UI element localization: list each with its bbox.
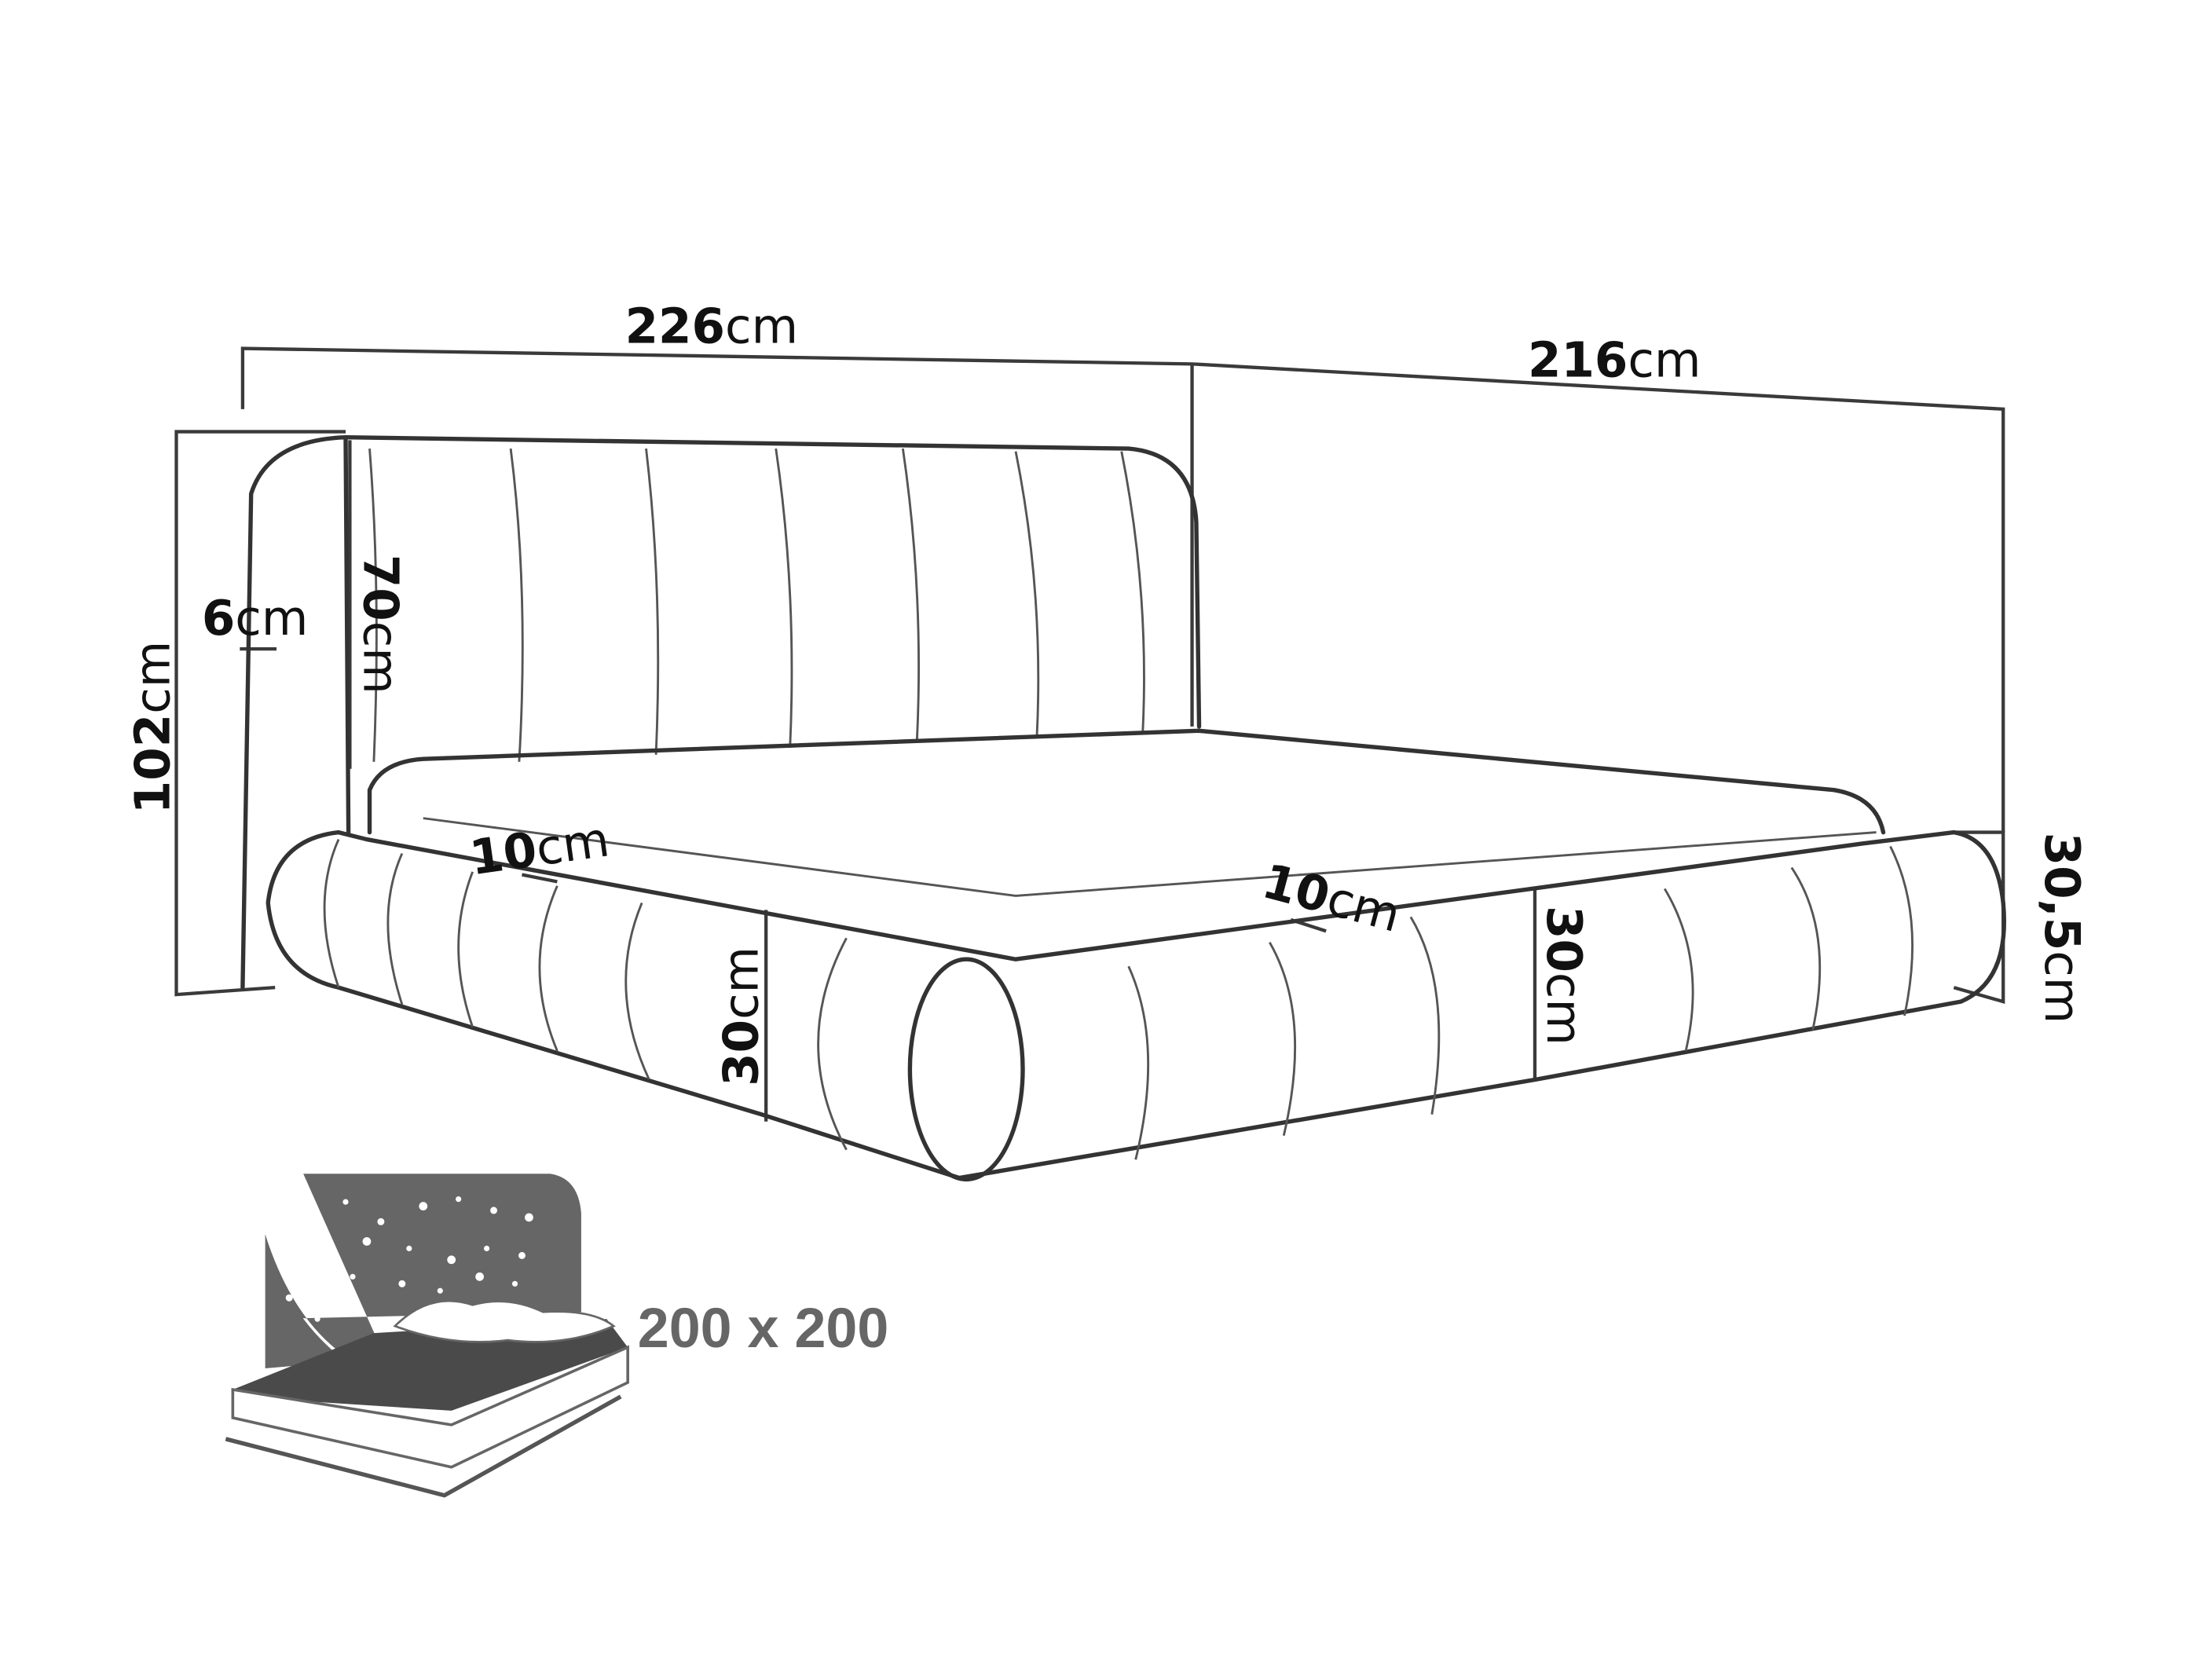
headboard bbox=[240, 435, 1202, 990]
label-length-total: 216cm bbox=[1528, 333, 1701, 389]
stars-icon bbox=[285, 1196, 533, 1322]
label-headboard-height: 70cm bbox=[352, 555, 408, 694]
label-frame-height-front: 30cm bbox=[713, 947, 769, 1086]
mattress-size-icon bbox=[225, 1174, 629, 1498]
mattress-size-label: 200 x 200 bbox=[638, 1297, 889, 1360]
label-frame-width-left: 10cm bbox=[467, 811, 613, 886]
label-frame-height-side: 30cm bbox=[1536, 906, 1591, 1046]
label-height-total: 102cm bbox=[126, 641, 181, 814]
label-frame-width-front: 10cm bbox=[1257, 853, 1406, 943]
label-width-total: 226cm bbox=[625, 298, 798, 354]
label-frame-height-rear: 30,5cm bbox=[2034, 833, 2089, 1024]
mattress bbox=[367, 728, 1886, 897]
label-headboard-thickness: 6cm bbox=[202, 591, 309, 646]
dimension-lines bbox=[174, 346, 2005, 1122]
bed-frame bbox=[266, 830, 2006, 1182]
